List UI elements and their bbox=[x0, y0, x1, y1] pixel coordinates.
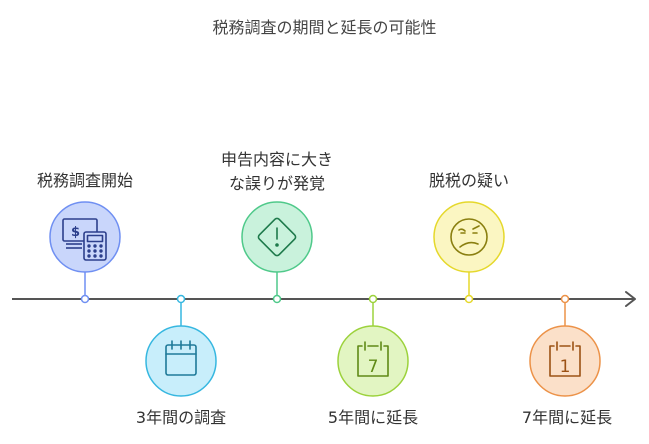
label-serious-error-line2: な誤りが発覚 bbox=[228, 174, 325, 193]
timeline-arrowhead bbox=[625, 291, 636, 307]
label-three-year: 3年間の調査 bbox=[135, 408, 227, 427]
event-seven-year: 1 bbox=[529, 294, 601, 397]
label-start: 税務調査開始 bbox=[36, 171, 133, 190]
marker-evasion bbox=[464, 294, 474, 304]
event-start: $ bbox=[49, 201, 121, 304]
calendar-1-number: 1 bbox=[560, 357, 571, 377]
calendar-7-icon: 7 bbox=[357, 341, 389, 377]
label-evasion: 脱税の疑い bbox=[428, 171, 509, 190]
marker-seven-year bbox=[560, 294, 570, 304]
suspicious-face-icon bbox=[450, 218, 488, 256]
marker-five-year bbox=[368, 294, 378, 304]
icon-circle-three-year bbox=[145, 325, 217, 397]
event-five-year: 7 bbox=[337, 294, 409, 397]
event-three-year bbox=[145, 294, 217, 397]
warning-diamond-icon bbox=[257, 217, 297, 257]
event-evasion bbox=[433, 201, 505, 304]
money-calculator-icon: $ bbox=[62, 218, 107, 261]
calendar-7-number: 7 bbox=[368, 357, 379, 377]
marker-serious-error bbox=[272, 294, 282, 304]
label-serious-error-line1: 申告内容に大き bbox=[220, 150, 333, 169]
icon-circle-five-year bbox=[337, 325, 409, 397]
label-serious-error: 申告内容に大き な誤りが発覚 bbox=[192, 148, 362, 196]
label-seven-year: 7年間に延長 bbox=[521, 408, 613, 427]
label-five-year: 5年間に延長 bbox=[327, 408, 419, 427]
calendar-1-icon: 1 bbox=[549, 341, 581, 377]
marker-three-year bbox=[176, 294, 186, 304]
svg-text:$: $ bbox=[71, 225, 80, 240]
marker-start bbox=[80, 294, 90, 304]
icon-circle-evasion bbox=[433, 201, 505, 273]
event-serious-error bbox=[241, 201, 313, 304]
diagram-title: 税務調査の期間と延長の可能性 bbox=[212, 18, 437, 37]
icon-circle-seven-year bbox=[529, 325, 601, 397]
calendar-icon bbox=[165, 340, 197, 376]
